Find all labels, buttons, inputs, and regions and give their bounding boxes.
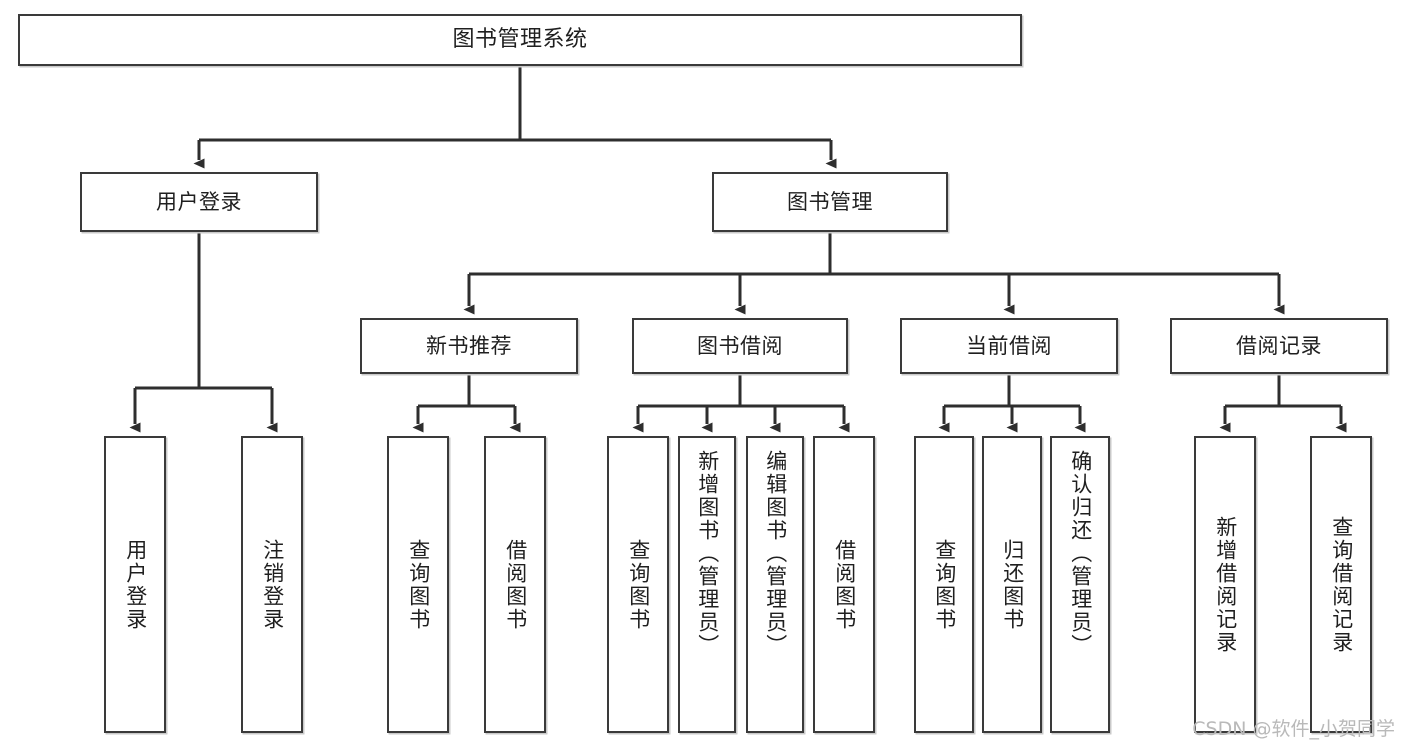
leaf-borrow-book-1-label: 借阅图书	[503, 538, 528, 631]
leaf-user-login-label: 用户登录	[123, 538, 148, 631]
leaf-borrow-book-2[interactable]: 借阅图书	[813, 436, 875, 733]
node-current-borrow-label: 当前借阅	[966, 333, 1052, 358]
leaf-confirm-return[interactable]: 确认归还（管理员）	[1050, 436, 1110, 733]
leaf-confirm-return-label: 确认归还（管理员）	[1068, 450, 1093, 657]
node-book-borrow-label: 图书借阅	[697, 333, 783, 358]
leaf-query-book-3[interactable]: 查询图书	[914, 436, 974, 733]
node-new-book-rec-label: 新书推荐	[426, 333, 512, 358]
node-book-manage[interactable]: 图书管理	[712, 172, 948, 232]
node-new-book-rec[interactable]: 新书推荐	[360, 318, 578, 374]
node-book-manage-label: 图书管理	[787, 189, 873, 214]
leaf-return-book-label: 归还图书	[1000, 538, 1025, 631]
node-book-borrow[interactable]: 图书借阅	[632, 318, 848, 374]
leaf-query-book-2-label: 查询图书	[626, 538, 651, 631]
leaf-query-book-1-label: 查询图书	[406, 538, 431, 631]
leaf-query-book-1[interactable]: 查询图书	[387, 436, 449, 733]
node-user-login-label: 用户登录	[156, 189, 242, 214]
leaf-logout[interactable]: 注销登录	[241, 436, 303, 733]
node-borrow-record-label: 借阅记录	[1236, 333, 1322, 358]
leaf-query-book-2[interactable]: 查询图书	[607, 436, 669, 733]
leaf-add-book-label: 新增图书（管理员）	[695, 450, 720, 657]
leaf-return-book[interactable]: 归还图书	[982, 436, 1042, 733]
leaf-borrow-book-2-label: 借阅图书	[832, 538, 857, 631]
leaf-user-login[interactable]: 用户登录	[104, 436, 166, 733]
node-current-borrow[interactable]: 当前借阅	[900, 318, 1118, 374]
leaf-add-book[interactable]: 新增图书（管理员）	[678, 436, 736, 733]
leaf-query-record-label: 查询借阅记录	[1329, 515, 1354, 654]
node-borrow-record[interactable]: 借阅记录	[1170, 318, 1388, 374]
leaf-add-record[interactable]: 新增借阅记录	[1194, 436, 1256, 733]
leaf-query-record[interactable]: 查询借阅记录	[1310, 436, 1372, 733]
leaf-borrow-book-1[interactable]: 借阅图书	[484, 436, 546, 733]
node-root-label: 图书管理系统	[452, 27, 588, 53]
node-root[interactable]: 图书管理系统	[18, 14, 1022, 66]
leaf-logout-label: 注销登录	[260, 538, 285, 631]
leaf-add-record-label: 新增借阅记录	[1213, 515, 1238, 654]
watermark-text: CSDN @软件_小贺同学	[1192, 718, 1395, 740]
node-user-login[interactable]: 用户登录	[80, 172, 318, 232]
leaf-edit-book[interactable]: 编辑图书（管理员）	[746, 436, 804, 733]
leaf-edit-book-label: 编辑图书（管理员）	[763, 450, 788, 657]
leaf-query-book-3-label: 查询图书	[932, 538, 957, 631]
